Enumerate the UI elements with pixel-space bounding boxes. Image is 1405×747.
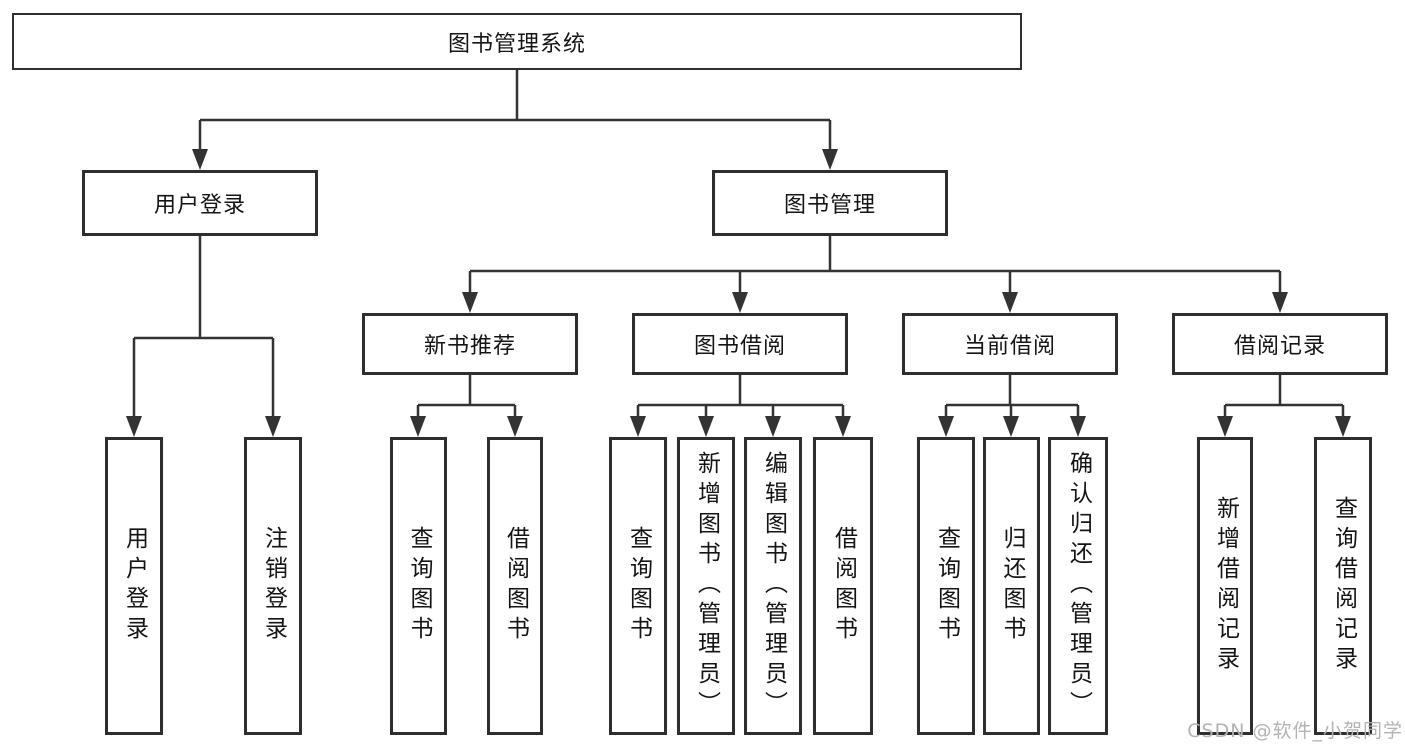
arrowheads [126, 149, 1351, 437]
connector-current-borrow-to-leaves [944, 375, 1080, 423]
leaf-query-borrow-record: 查询借阅记录 [1314, 437, 1372, 735]
node-book-borrowing: 图书借阅 [632, 313, 848, 375]
node-new-book-recommendation: 新书推荐 [362, 313, 578, 375]
leaf-confirm-return-admin: 确认归还（管理员） [1048, 437, 1108, 735]
node-book-management: 图书管理 [712, 170, 948, 236]
connector-borrow-records-to-leaves [1223, 375, 1345, 423]
connector-lines [132, 70, 1345, 423]
leaf-borrow-books-recommend: 借阅图书 [487, 437, 543, 735]
connector-book-borrow-to-leaves [636, 375, 845, 423]
leaf-logout: 注销登录 [244, 437, 302, 735]
leaf-query-books-recommend: 查询图书 [390, 437, 447, 735]
leaf-user-login: 用户登录 [105, 437, 163, 735]
node-library-management-system: 图书管理系统 [12, 13, 1022, 70]
leaf-borrow-books: 借阅图书 [813, 437, 873, 735]
csdn-watermark: CSDN @软件_小贺同学 [1187, 720, 1403, 742]
leaf-add-book-admin: 新增图书（管理员） [677, 437, 735, 735]
node-user-login: 用户登录 [82, 170, 318, 236]
node-current-borrowing: 当前借阅 [902, 313, 1118, 375]
leaf-return-books: 归还图书 [983, 437, 1040, 735]
leaf-edit-book-admin: 编辑图书（管理员） [744, 437, 802, 735]
connector-book-mgmt-to-level3 [468, 236, 1282, 299]
leaf-query-books-borrow: 查询图书 [609, 437, 667, 735]
leaf-add-borrow-record: 新增借阅记录 [1197, 437, 1253, 735]
connector-new-book-to-leaves [416, 375, 517, 423]
node-borrowing-records: 借阅记录 [1172, 313, 1388, 375]
connector-user-login-to-leaves [132, 236, 275, 423]
leaf-query-books-current: 查询图书 [917, 437, 975, 735]
connector-root-to-level2 [198, 70, 832, 156]
